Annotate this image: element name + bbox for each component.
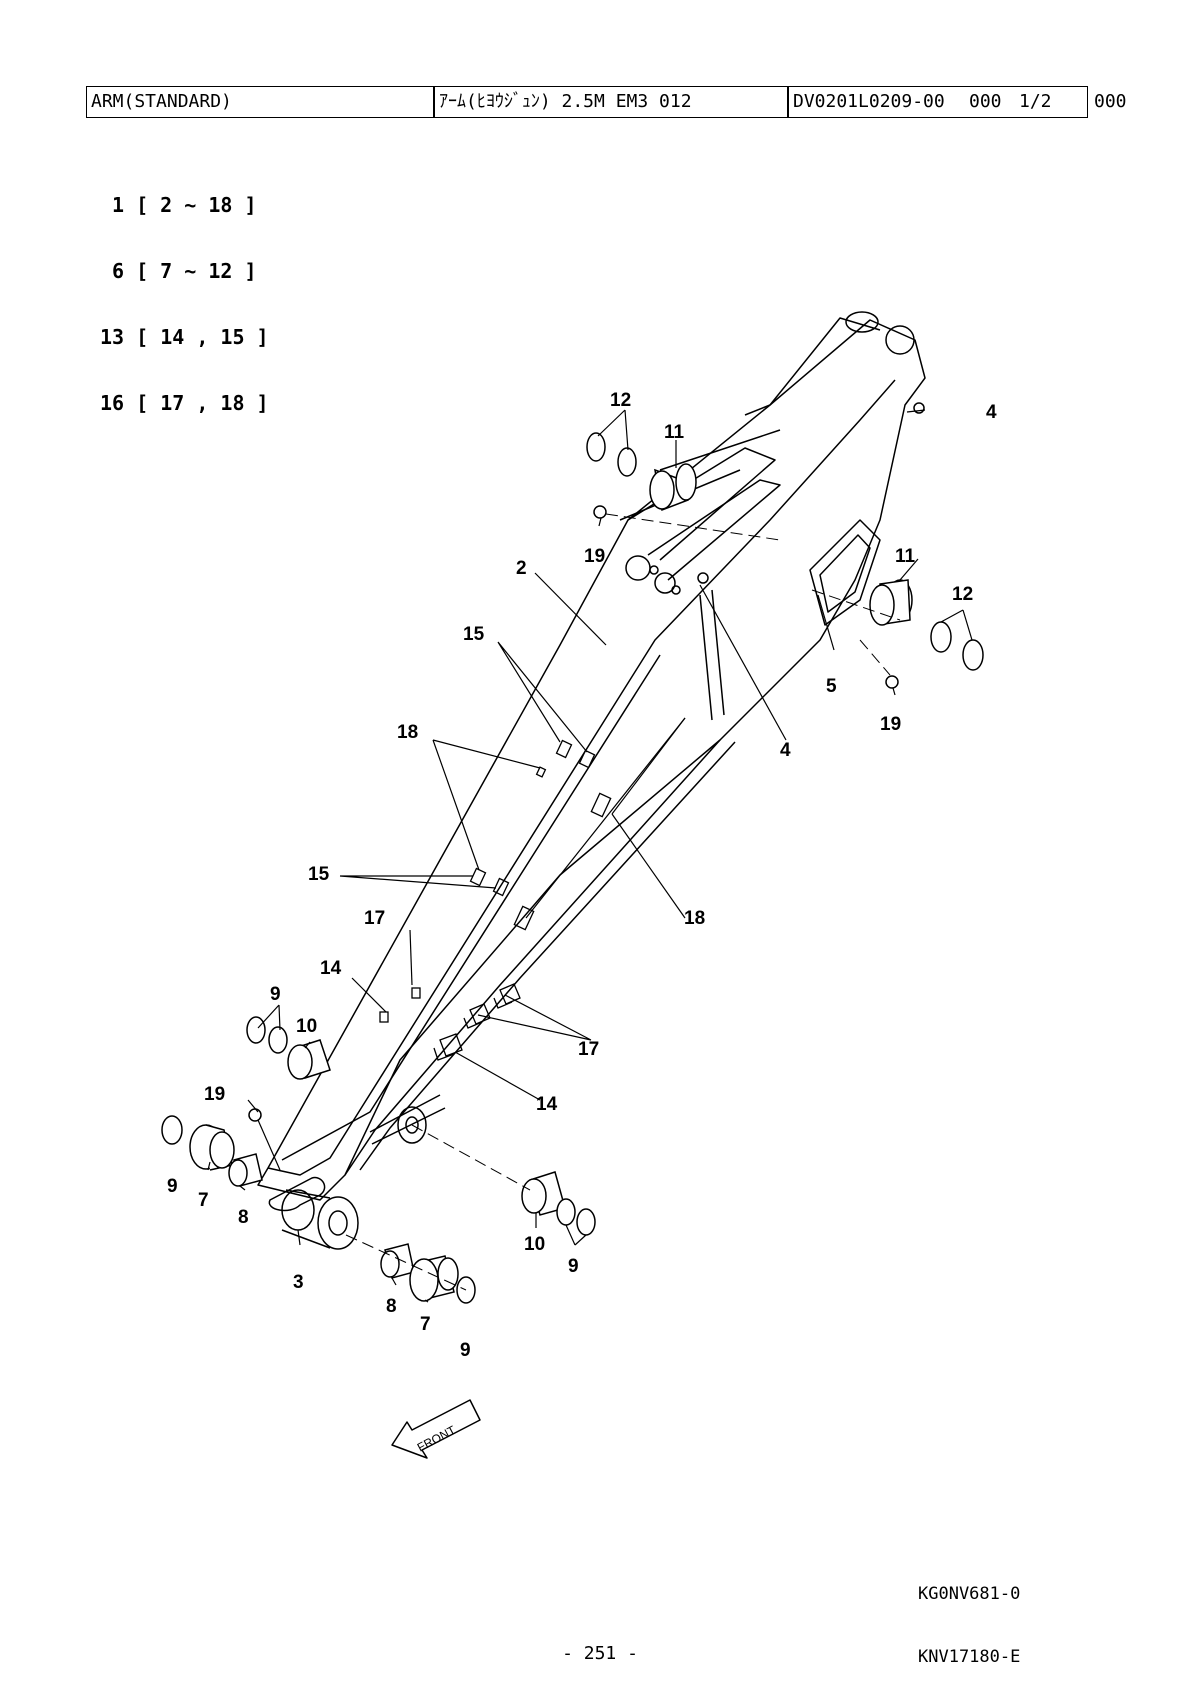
callout-label: 19: [880, 714, 901, 735]
header-trailing-code: 000: [1094, 91, 1127, 112]
assembly-line: 13 [ 14 , 15 ]: [100, 325, 269, 349]
callout-label: 11: [895, 546, 916, 567]
callout-label: 19: [204, 1084, 225, 1105]
drawing-references: KG0NV681-0 KNV17180-E: [918, 1542, 1020, 1689]
callout-label: 8: [238, 1207, 249, 1228]
callout-label: 19: [584, 546, 605, 567]
callout-label: 10: [524, 1234, 545, 1255]
callout-label: 17: [578, 1039, 599, 1060]
assembly-line: 6 [ 7 ~ 12 ]: [112, 259, 257, 283]
assembly-list: 1 [ 2 ~ 18 ] 6 [ 7 ~ 12 ] 13 [ 14 , 15 ]…: [100, 150, 269, 436]
callout-label: 12: [952, 584, 973, 605]
callout-label: 9: [167, 1176, 178, 1197]
drawing-ref: KNV17180-E: [918, 1647, 1021, 1667]
pins-bushings: [161, 432, 984, 1304]
callout-label: 15: [308, 864, 330, 885]
callout-label: 4: [986, 402, 997, 423]
header-divider: [787, 87, 789, 117]
callout-label: 10: [296, 1016, 317, 1037]
header-table: ARM(STANDARD) ｱｰﾑ(ﾋﾖｳｼﾞｭﾝ) 2.5M EM3 012 …: [86, 86, 1088, 118]
header-part-name: ARM(STANDARD): [91, 91, 232, 112]
callout-label: 8: [386, 1296, 397, 1317]
callout-label: 18: [684, 908, 705, 929]
wear-pads: [379, 739, 612, 1061]
callout-label: 14: [536, 1094, 558, 1115]
callout-label: 11: [664, 422, 685, 443]
header-part-name-jp: ｱｰﾑ(ﾋﾖｳｼﾞｭﾝ) 2.5M EM3 012: [439, 91, 692, 112]
callout-label: 14: [320, 958, 342, 979]
callout-label: 5: [826, 676, 837, 697]
callout-label: 7: [198, 1190, 209, 1211]
assembly-line: 16 [ 17 , 18 ]: [100, 391, 269, 415]
callout-label: 3: [293, 1272, 304, 1293]
callout-label: 9: [270, 984, 281, 1005]
assembly-line: 1 [ 2 ~ 18 ]: [112, 193, 257, 217]
callout-label: 12: [610, 390, 631, 411]
assembly-centerlines: [345, 513, 901, 1291]
header-divider: [433, 87, 435, 117]
callout-label: 4: [780, 740, 791, 761]
callout-label: 9: [460, 1340, 471, 1361]
header-sheet: 1/2: [1019, 91, 1052, 112]
callout-label: 17: [364, 908, 385, 929]
drawing-ref: KG0NV681-0: [918, 1584, 1021, 1604]
callout-label: 7: [420, 1314, 431, 1335]
callout-label: 15: [463, 624, 485, 645]
page-number: - 251 -: [562, 1643, 638, 1664]
callout-label: 2: [516, 558, 527, 579]
callout-label: 18: [397, 722, 418, 743]
header-drawing-code: DV0201L0209-00: [793, 91, 945, 112]
callout-labels: 12 11 4 19 2 11 12 15 5 19 18 4 15 18 17…: [167, 390, 997, 1361]
front-arrow: FRONT: [391, 1399, 481, 1459]
header-revision: 000: [969, 91, 1002, 112]
callout-label: 9: [568, 1256, 579, 1277]
leader-lines: [207, 409, 973, 1303]
